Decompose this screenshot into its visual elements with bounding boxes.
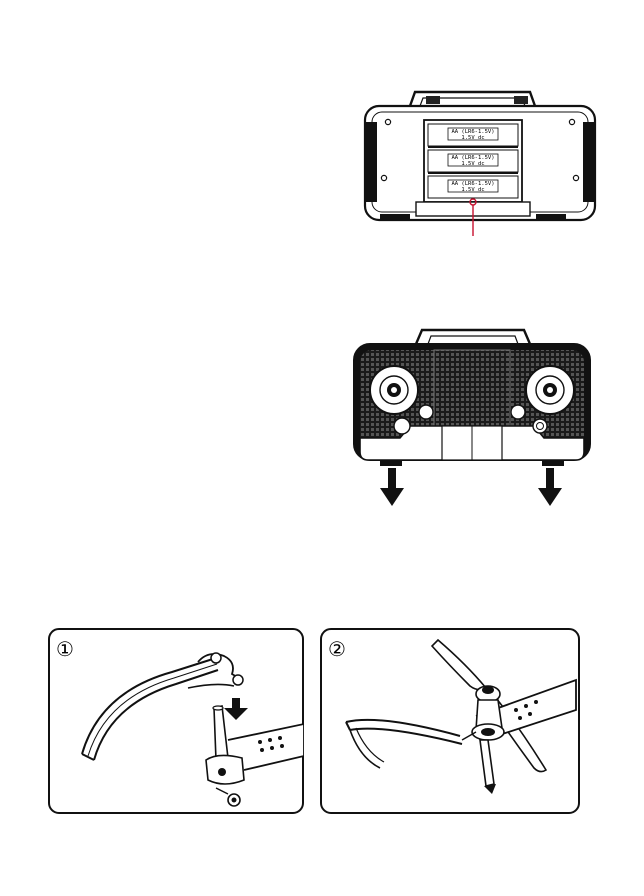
arrow-down-icon [538, 468, 562, 506]
step-1-marker: ① [56, 637, 74, 661]
assembly-step-1-panel: ① [48, 628, 304, 814]
landing-gear-attach-drawing: ① [48, 628, 304, 814]
battery-voltage: 1.5V dc [461, 161, 484, 167]
controller-front-drawing [350, 322, 594, 512]
propeller-mounted-drawing: ② [320, 628, 580, 814]
battery-compartment-drawing: AA (LR6-1.5V) 1.5V dc AA (LR6-1.5V) 1.5V… [360, 86, 600, 328]
assembly-step-2-panel: ② [320, 628, 580, 814]
step-2-marker: ② [328, 637, 346, 661]
battery-voltage: 1.5V dc [461, 135, 484, 141]
battery-compartment-figure: AA (LR6-1.5V) 1.5V dc AA (LR6-1.5V) 1.5V… [360, 86, 600, 328]
battery-voltage: 1.5V dc [461, 187, 484, 193]
arrow-down-icon [380, 468, 404, 506]
controller-front-figure [350, 322, 594, 512]
